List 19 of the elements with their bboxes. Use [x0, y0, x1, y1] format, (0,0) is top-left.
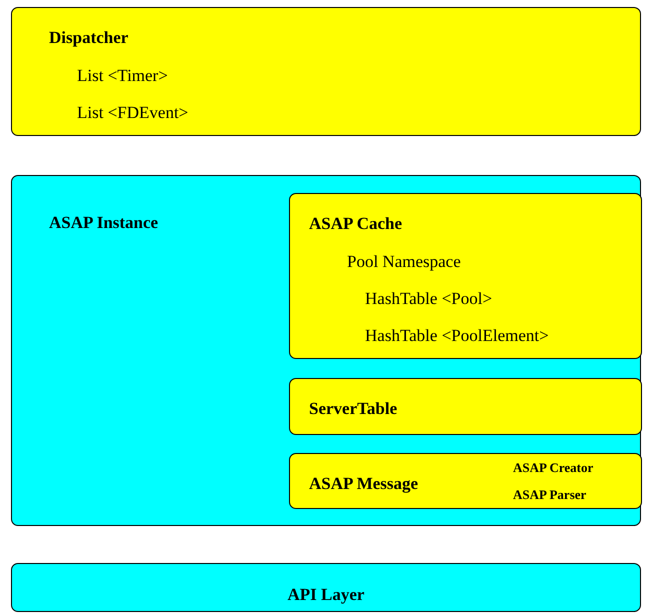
box-title: ASAP Instance [49, 213, 158, 233]
box-title: ASAP Message [309, 474, 418, 494]
table-box [289, 378, 642, 435]
item-label: HashTable <Pool> [365, 289, 492, 309]
box-title: ServerTable [309, 399, 398, 419]
box-title: API Layer [286, 585, 366, 605]
dispatcher-box [11, 7, 641, 136]
message-box [289, 453, 642, 509]
layer-box [11, 563, 641, 612]
item-label: ASAP Parser [513, 486, 586, 504]
box-title: Dispatcher [49, 28, 128, 48]
item-label: List <FDEvent> [77, 103, 188, 123]
box-title: ASAP Cache [309, 214, 402, 234]
item-label: ASAP Creator [513, 459, 594, 477]
item-label: List <Timer> [77, 66, 168, 86]
cache-box [289, 193, 642, 359]
instance-panel [11, 175, 641, 526]
item-label: Pool Namespace [347, 252, 461, 272]
item-label: HashTable <PoolElement> [365, 326, 549, 346]
